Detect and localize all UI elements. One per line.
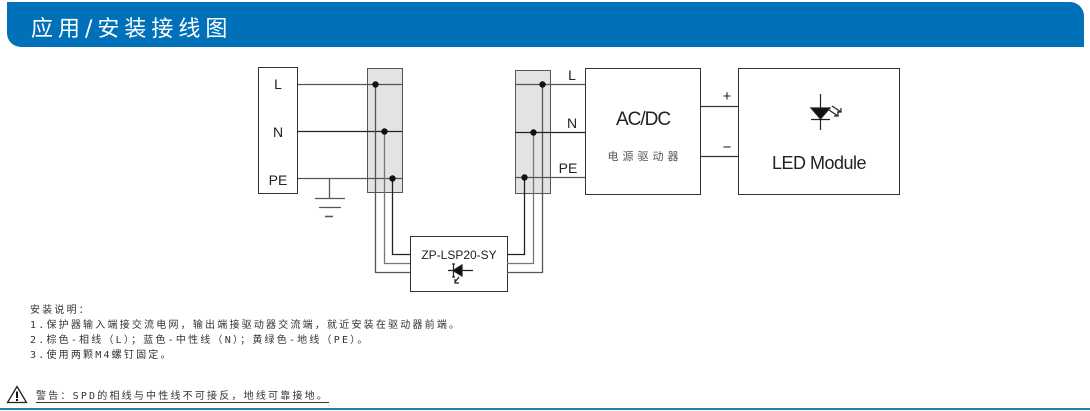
section-header: 应用/安装接线图 <box>7 2 1084 47</box>
led-module: LED Module <box>738 68 900 195</box>
acdc-driver: AC/DC 电源驱动器 <box>585 68 701 195</box>
section-title: 应用/安装接线图 <box>31 17 233 42</box>
mains-label-l: L <box>274 76 282 92</box>
bottom-divider <box>0 408 1090 410</box>
wiring-diagram: L N PE ZP-LSP20-SY <box>258 67 900 292</box>
driver-subtitle: 电源驱动器 <box>608 149 683 163</box>
note-item: 3.使用两颗M4螺钉固定。 <box>30 350 173 361</box>
led-icon <box>809 94 842 130</box>
junction-dots-right <box>521 81 546 181</box>
junction-dots-left <box>372 81 396 182</box>
warning-triangle-icon <box>6 384 28 403</box>
spd-device: ZP-LSP20-SY <box>410 236 508 292</box>
driver-input-label-n: N <box>567 115 577 131</box>
ground-icon <box>315 178 345 218</box>
driver-input-label-l: L <box>568 67 576 83</box>
output-plus-label: + <box>723 88 732 105</box>
installation-notes: 安装说明： 1.保护器输入端接交流电网，输出端接驱动器交流端，就近安装在驱动器前… <box>30 303 461 363</box>
led-module-label: LED Module <box>772 153 867 173</box>
spd-model-label: ZP-LSP20-SY <box>421 248 496 262</box>
spd-input-wires <box>374 84 410 274</box>
note-item: 1.保护器输入端接交流电网，输出端接驱动器交流端，就近安装在驱动器前端。 <box>30 320 462 331</box>
warning-text: 警告：SPD的相线与中性线不可接反，地线可靠接地。 <box>36 390 330 402</box>
driver-input-label-pe: PE <box>559 160 578 176</box>
dc-output-wires <box>700 105 738 158</box>
mains-label-pe: PE <box>269 172 288 188</box>
output-minus-label: − <box>723 139 732 156</box>
notes-heading: 安装说明： <box>30 305 91 316</box>
warning-notice: 警告：SPD的相线与中性线不可接反，地线可靠接地。 <box>6 384 329 404</box>
mains-label-n: N <box>273 124 283 140</box>
mains-terminal: L N PE <box>258 67 298 194</box>
driver-title: AC/DC <box>616 109 670 130</box>
tvs-diode-icon <box>448 263 473 284</box>
note-item: 2.棕色-相线（L）；蓝色-中性线（N）；黄绿色-地线（PE）。 <box>30 335 370 346</box>
spd-output-wires <box>507 84 544 274</box>
